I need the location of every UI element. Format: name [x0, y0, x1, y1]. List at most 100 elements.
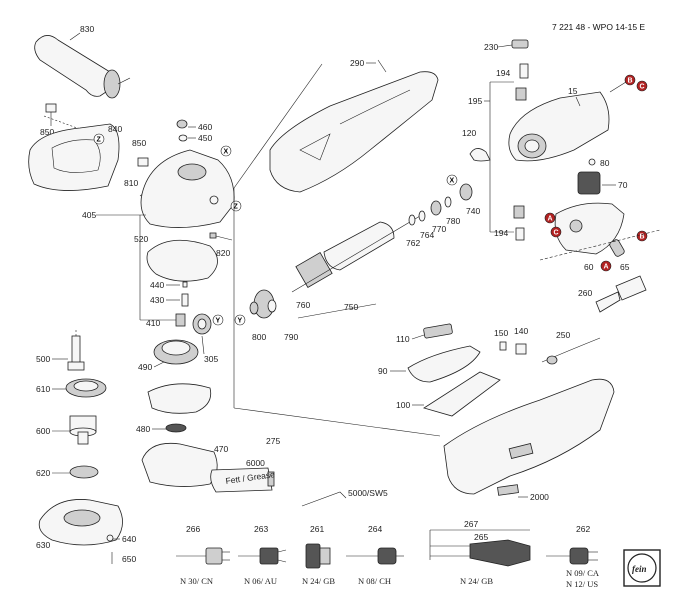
bearing-flange-600 [69, 415, 97, 445]
switch-knob-110 [423, 323, 453, 339]
marker-y-2: Y [238, 318, 243, 325]
screw-850-right [137, 157, 149, 167]
marker-a-2: A [604, 264, 609, 271]
plug-number-266: 266 [186, 524, 200, 534]
switch-slide-90 [407, 345, 481, 383]
part-label-840: 840 [108, 124, 122, 134]
part-label-120: 120 [462, 128, 476, 138]
part-label-470: 470 [214, 444, 228, 454]
washer-450 [178, 134, 188, 142]
part-label-640: 640 [122, 534, 136, 544]
part-label-520: 520 [134, 234, 148, 244]
part-label-140: 140 [514, 326, 528, 336]
screw-80 [588, 158, 596, 166]
plug-variant-cn [176, 547, 230, 565]
part-label-740: 740 [466, 206, 480, 216]
motor-housing-lower [443, 378, 615, 495]
part-label-600: 600 [36, 426, 50, 436]
plug-variant-gb-cord [429, 530, 531, 567]
plug-number-261: 261 [310, 524, 324, 534]
marker-x: X [224, 149, 229, 156]
part-label-450: 450 [198, 133, 212, 143]
part-label-100: 100 [396, 400, 410, 410]
part-label-460: 460 [198, 122, 212, 132]
washer-762 [408, 214, 416, 226]
part-label-780: 780 [446, 216, 460, 226]
part-label-194a: 194 [496, 68, 510, 78]
screw-290 [377, 59, 387, 73]
part-label-305: 305 [204, 354, 218, 364]
marker-c-2: C [554, 230, 559, 237]
part-label-850a: 850 [40, 127, 54, 137]
marker-z: Z [97, 137, 102, 144]
gasket-520 [146, 239, 218, 282]
side-handle [34, 35, 131, 99]
brush-holder-194-bottom [513, 205, 525, 241]
part-label-2000: 2000 [530, 492, 549, 502]
part-label-610: 610 [36, 384, 50, 394]
clip-120 [469, 148, 491, 162]
part-label-810: 810 [124, 178, 138, 188]
plug-caption-ch: N 08/ CH [358, 576, 391, 586]
part-label-410: 410 [146, 318, 160, 328]
marker-b: B [628, 78, 633, 85]
part-label-770: 770 [432, 224, 446, 234]
spindle-lock-430 [181, 293, 189, 307]
part-label-830: 830 [80, 24, 94, 34]
pinion-305 [192, 313, 212, 335]
bearing-740 [459, 183, 473, 201]
part-label-850b: 850 [132, 138, 146, 148]
cap-230 [511, 39, 529, 49]
plug-caption-au: N 06/ AU [244, 576, 277, 586]
plug-number-264: 264 [368, 524, 382, 534]
pin-440 [182, 281, 188, 288]
grease-tube-6000: Fett / Grease [210, 467, 276, 493]
gear-housing-cover [140, 149, 235, 228]
part-label-195: 195 [468, 96, 482, 106]
part-label-760: 760 [296, 300, 310, 310]
bearing-770 [430, 200, 442, 216]
bearing-460 [176, 119, 188, 129]
marker-x-2: X [450, 178, 455, 185]
switch-module-60 [554, 202, 625, 255]
screw-850-left [45, 103, 57, 126]
part-label-650: 650 [122, 554, 136, 564]
part-label-290: 290 [350, 58, 364, 68]
part-label-764: 764 [420, 230, 434, 240]
hex-key [301, 491, 347, 507]
part-label-275: 275 [266, 436, 280, 446]
plug-caption-gb: N 24/ GB [302, 576, 335, 586]
plug-caption-gb-2: N 24/ GB [460, 576, 493, 586]
base-housing-630 [38, 499, 123, 546]
seal-620 [69, 465, 99, 479]
plug-caption-cn: N 30/ CN [180, 576, 213, 586]
bearing-800 [249, 301, 259, 315]
marker-z-2: Z [234, 204, 239, 211]
screw-820 [209, 232, 233, 241]
part-label-790: 790 [284, 332, 298, 342]
spindle-500 [67, 335, 85, 371]
plug-number-267: 267 [464, 519, 478, 529]
plug-variant-ca-us [546, 547, 598, 565]
label-2000 [497, 484, 519, 496]
slider-100 [423, 371, 501, 417]
part-label-70: 70 [618, 180, 628, 190]
part-label-490: 490 [138, 362, 152, 372]
seal-610 [65, 378, 107, 398]
part-label-65: 65 [620, 262, 630, 272]
fan-790 [253, 289, 277, 319]
armature-750 [291, 215, 421, 293]
part-label-430: 430 [150, 295, 164, 305]
part-label-90: 90 [378, 366, 388, 376]
screw-150 [499, 341, 507, 351]
part-label-6000: 6000 [246, 458, 265, 468]
marker-c: C [640, 84, 645, 91]
part-label-260: 260 [578, 288, 592, 298]
part-label-5000: 5000/SW5 [348, 488, 388, 498]
seal-480 [165, 423, 187, 433]
motor-housing-half [269, 71, 439, 193]
plug-number-263: 263 [254, 524, 268, 534]
marker-b-2: B [640, 234, 645, 241]
part-label-800: 800 [252, 332, 266, 342]
bevel-gear-490 [153, 339, 199, 365]
